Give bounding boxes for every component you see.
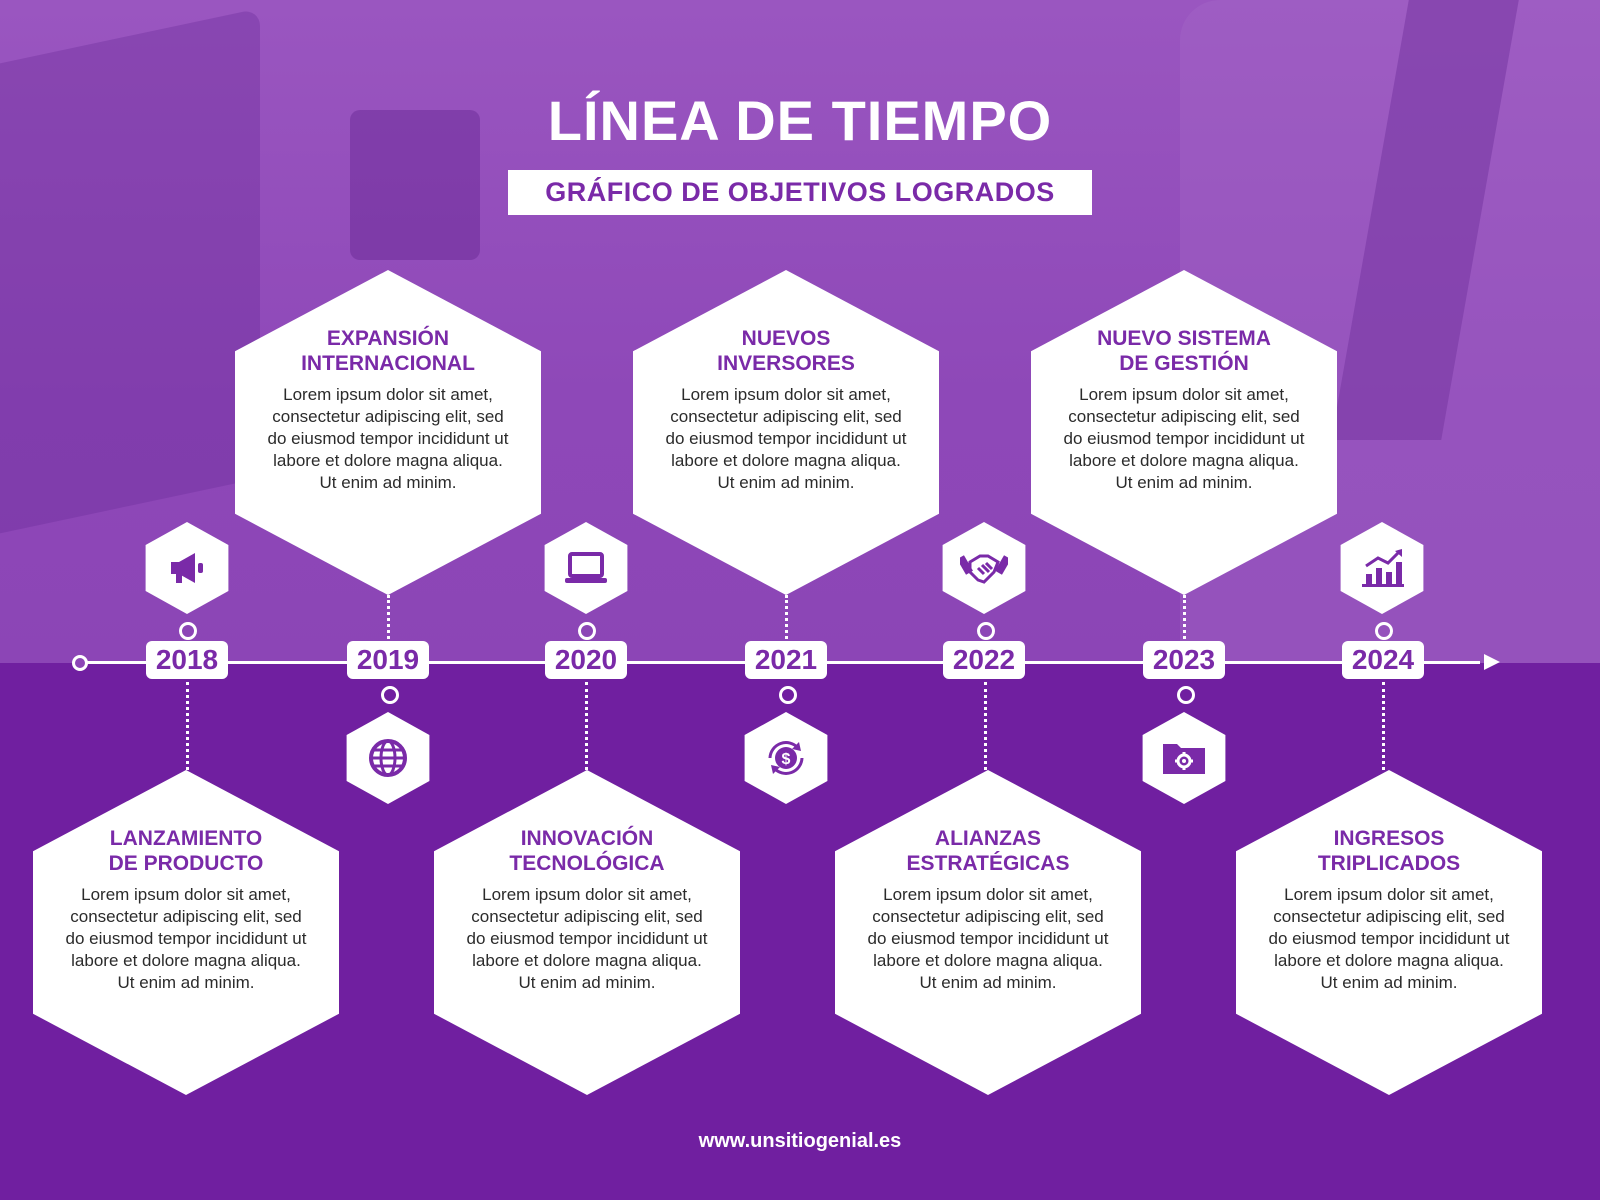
dollar-cycle-icon: $ (768, 741, 804, 775)
page-subtitle: GRÁFICO DE OBJETIVOS LOGRADOS (545, 177, 1055, 207)
connector-line (984, 682, 987, 770)
milestone-title: ALIANZAS ESTRATÉGICAS (906, 827, 1070, 875)
laptop-icon (565, 552, 607, 583)
milestone-dot (977, 622, 995, 640)
decorative-plant-shape (350, 110, 480, 260)
milestone-body: Lorem ipsum dolor sit amet, consectetur … (665, 385, 907, 492)
growth-chart-icon (1362, 549, 1404, 587)
milestone-dot (1177, 686, 1195, 704)
milestone-dot (578, 622, 596, 640)
milestone-body: Lorem ipsum dolor sit amet, consectetur … (1268, 885, 1510, 992)
milestone-title: LANZAMIENTO DE PRODUCTO (108, 827, 264, 875)
year-label-2022: 2022 (943, 641, 1025, 679)
subtitle-box: GRÁFICO DE OBJETIVOS LOGRADOS (508, 170, 1092, 215)
website-footer: www.unsitiogenial.es (698, 1130, 902, 1152)
connector-line (585, 682, 588, 770)
megaphone-icon (171, 553, 203, 583)
year-label-2021: 2021 (745, 641, 827, 679)
milestone-title: NUEVOS INVERSORES (717, 327, 855, 375)
connector-line (1183, 595, 1186, 639)
connector-line (1382, 682, 1385, 770)
milestone-body: Lorem ipsum dolor sit amet, consectetur … (466, 885, 708, 992)
year-label-2024: 2024 (1342, 641, 1424, 679)
milestone-dot (179, 622, 197, 640)
handshake-icon (960, 554, 1008, 584)
connector-line (785, 595, 788, 639)
milestone-title: INNOVACIÓN TECNOLÓGICA (509, 827, 665, 875)
year-label-2018: 2018 (146, 641, 228, 679)
milestone-body: Lorem ipsum dolor sit amet, consectetur … (65, 885, 307, 992)
milestone-body: Lorem ipsum dolor sit amet, consectetur … (867, 885, 1109, 992)
globe-icon (369, 739, 407, 777)
svg-text:$: $ (782, 751, 791, 768)
gear-folder-icon (1163, 744, 1205, 774)
page-title: LÍNEA DE TIEMPO (547, 89, 1053, 152)
year-label-2023: 2023 (1143, 641, 1225, 679)
milestone-title: EXPANSIÓN INTERNACIONAL (301, 327, 475, 375)
connector-line (387, 595, 390, 639)
milestone-body: Lorem ipsum dolor sit amet, consectetur … (267, 385, 509, 492)
milestone-dot (1375, 622, 1393, 640)
timeline-arrow (1484, 654, 1500, 670)
year-label-2019: 2019 (347, 641, 429, 679)
connector-line (186, 682, 189, 770)
milestone-body: Lorem ipsum dolor sit amet, consectetur … (1063, 385, 1305, 492)
year-label-2020: 2020 (545, 641, 627, 679)
milestone-title: INGRESOS TRIPLICADOS (1317, 827, 1461, 875)
milestone-dot (779, 686, 797, 704)
milestone-dot (381, 686, 399, 704)
milestone-title: NUEVO SISTEMA DE GESTIÓN (1097, 327, 1271, 375)
timeline-start-dot (72, 655, 88, 671)
